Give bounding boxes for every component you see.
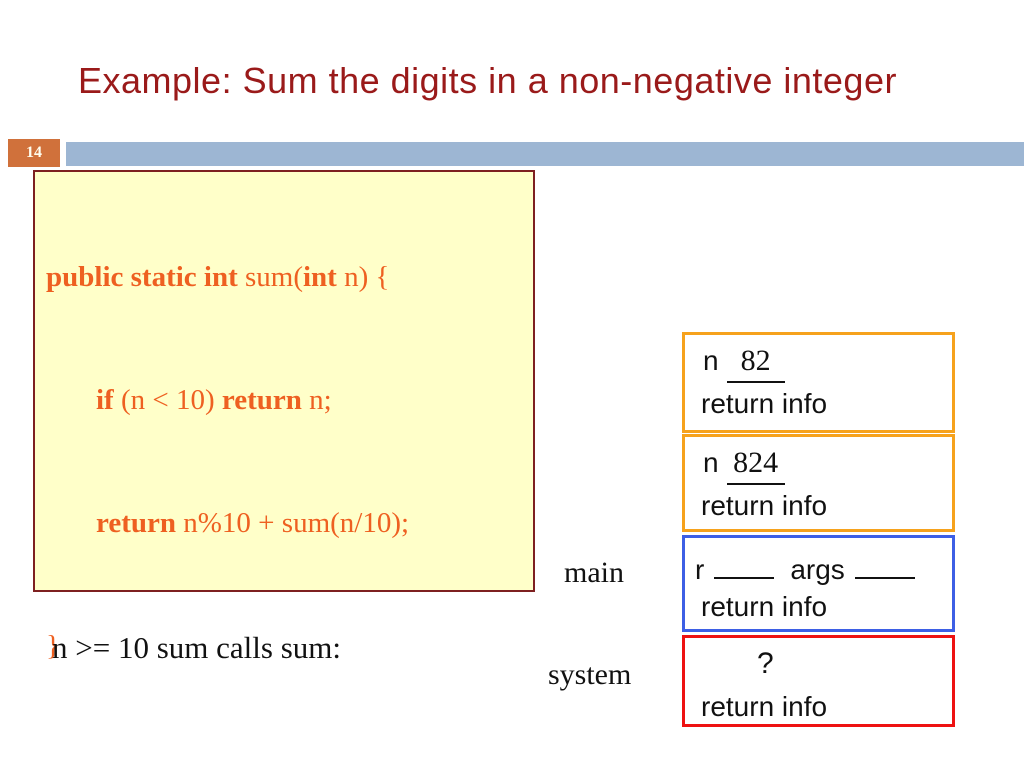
code-text: n%10 + sum(n/10); bbox=[176, 507, 410, 539]
stack-frame-system: ? return info bbox=[682, 635, 955, 727]
system-label: system bbox=[548, 658, 632, 691]
code-keyword: return bbox=[221, 384, 302, 416]
variable-label: r bbox=[695, 554, 705, 585]
caption: n >= 10 sum calls sum: bbox=[52, 630, 341, 665]
code-keyword: int bbox=[303, 261, 337, 293]
slide-number-badge: 14 bbox=[8, 139, 60, 167]
code-text: sum( bbox=[237, 261, 303, 293]
return-info-label: return info bbox=[701, 691, 828, 722]
frame-variable-row: ? bbox=[703, 647, 952, 689]
variable-label: n bbox=[703, 345, 719, 376]
code-line: public static int sum(int n) { bbox=[46, 257, 533, 298]
code-line: return n%10 + sum(n/10); bbox=[46, 503, 533, 544]
frame-variable-row: r args bbox=[695, 547, 952, 589]
main-label: main bbox=[564, 556, 624, 589]
code-blank-line bbox=[46, 749, 533, 768]
header-bar bbox=[66, 142, 1024, 166]
page-title: Example: Sum the digits in a non-negativ… bbox=[78, 60, 897, 101]
code-keyword: public static int bbox=[46, 261, 238, 293]
code-line: } bbox=[46, 626, 533, 667]
empty-value-slot bbox=[714, 547, 775, 579]
code-keyword: if bbox=[96, 384, 114, 416]
variable-label: n bbox=[703, 447, 719, 478]
code-box: public static int sum(int n) { if (n < 1… bbox=[33, 170, 535, 662]
code-keyword: return bbox=[96, 507, 177, 539]
return-info-label: return info bbox=[701, 591, 828, 622]
code-text: n; bbox=[301, 384, 332, 416]
value-slot: 824 bbox=[726, 446, 785, 485]
code-text: n) { bbox=[336, 261, 390, 293]
code-text: (n < 10) bbox=[113, 384, 222, 416]
stack-frame-main: r args return info bbox=[682, 535, 955, 632]
code-text: } bbox=[46, 630, 60, 662]
unknown-value-label: ? bbox=[757, 647, 774, 680]
value-slot: 82 bbox=[726, 344, 785, 383]
empty-value-slot bbox=[854, 547, 915, 579]
variable-label: args bbox=[790, 554, 845, 585]
return-info-label: return info bbox=[701, 388, 828, 419]
return-info-label: return info bbox=[701, 490, 828, 521]
code-line: if (n < 10) return n; bbox=[46, 380, 533, 421]
